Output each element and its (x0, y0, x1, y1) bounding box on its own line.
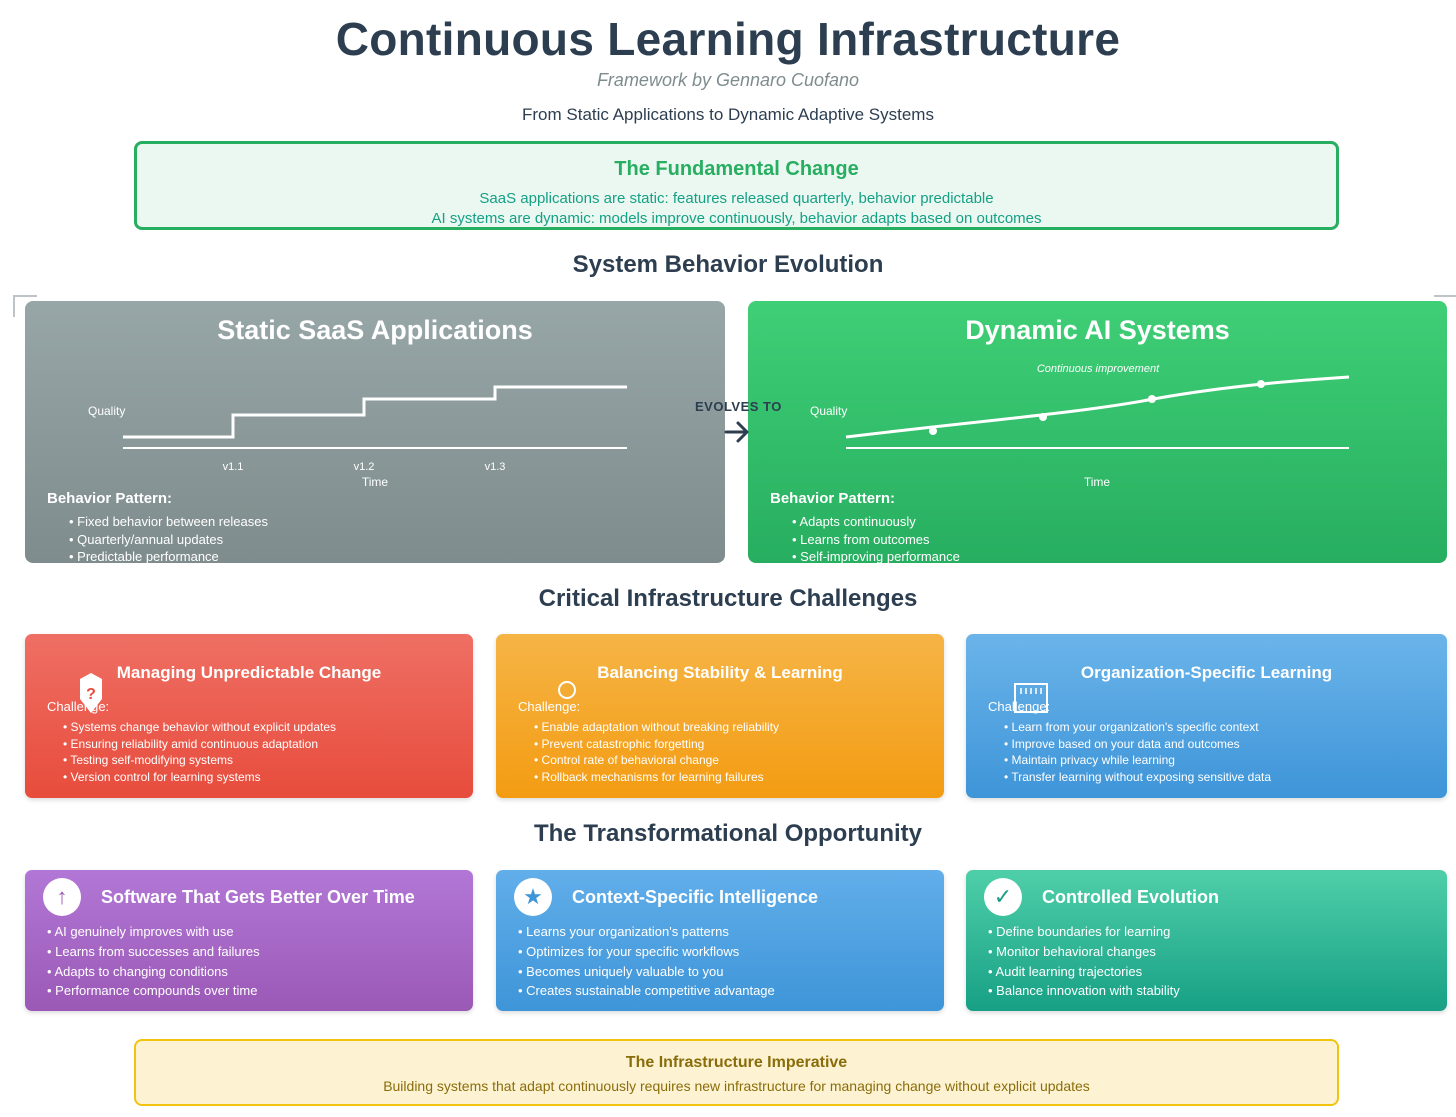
opportunity-title: Context-Specific Intelligence (572, 887, 819, 907)
check-icon: ✓ (984, 878, 1022, 916)
list-item: • Creates sustainable competitive advant… (518, 983, 775, 999)
list-item: • Learns from successes and failures (47, 943, 260, 959)
building-icon (1014, 683, 1048, 713)
dynamic-behavior-pattern-title: Behavior Pattern: (770, 490, 896, 507)
dynamic-point (1039, 413, 1047, 421)
fundamental-change-line-2: AI systems are dynamic: models improve c… (431, 210, 1042, 227)
challenge-title: Organization-Specific Learning (1080, 663, 1333, 682)
list-item: • Control rate of behavioral change (534, 753, 719, 768)
list-item: • Rollback mechanisms for learning failu… (534, 769, 764, 784)
star-icon: ★ (514, 878, 552, 916)
imperative-text: Building systems that adapt continuously… (383, 1078, 1090, 1094)
dynamic-ai-title: Dynamic AI Systems (965, 315, 1230, 345)
list-item: • Transfer learning without exposing sen… (1004, 769, 1272, 784)
up-arrow-icon: ↑ (43, 878, 81, 916)
challenge-list: • Systems change behavior without explic… (63, 719, 336, 785)
challenge-label: Challenge: (47, 699, 110, 714)
dynamic-point (929, 427, 937, 435)
opportunity-title: Software That Gets Better Over Time (101, 887, 415, 907)
dynamic-annotation: Continuous improvement (1037, 363, 1160, 375)
dynamic-point (1148, 395, 1156, 403)
fundamental-change-box: The Fundamental Change SaaS applications… (134, 141, 1339, 230)
question-shield-icon: ? (80, 673, 102, 713)
evolves-to-label: EVOLVES TO (695, 399, 782, 414)
page-subtitle: Framework by Gennaro Cuofano (596, 70, 860, 90)
opportunity-card-controlled-evolution: ✓ Controlled Evolution • Define boundari… (966, 870, 1447, 1011)
opportunity-list: • Learns your organization's patterns • … (518, 922, 775, 1001)
opportunity-list: • Define boundaries for learning • Monit… (988, 922, 1180, 1001)
list-item: • Learns from outcomes (792, 531, 930, 547)
static-step-chart: Quality v1.1 v1.2 v1.3 Time (88, 385, 627, 489)
list-item: • Improve based on your data and outcome… (1004, 736, 1240, 751)
corner-bracket-left (13, 295, 37, 317)
challenge-list: • Learn from your organization's specifi… (1004, 719, 1271, 785)
opportunity-list: • AI genuinely improves with use • Learn… (47, 922, 260, 1001)
list-item: • Prevent catastrophic forgetting (534, 736, 705, 751)
challenge-label: Challenge: (988, 699, 1051, 714)
challenge-card-organization-learning: Organization-Specific Learning Challenge… (966, 634, 1447, 798)
page-tagline: From Static Applications to Dynamic Adap… (522, 105, 934, 124)
right-arrow-icon (724, 421, 749, 443)
list-item: • Quarterly/annual updates (69, 531, 224, 547)
list-item: • Adapts continuously (792, 514, 916, 529)
svg-text:?: ? (86, 686, 96, 703)
list-item: • Audit learning trajectories (988, 963, 1143, 979)
section-title-evolution: System Behavior Evolution (572, 251, 884, 278)
imperative-title: The Infrastructure Imperative (625, 1054, 848, 1071)
static-version-label: v1.2 (354, 461, 375, 473)
static-step-line (123, 385, 627, 439)
static-saas-title: Static SaaS Applications (217, 315, 533, 345)
list-item: • Becomes uniquely valuable to you (518, 963, 724, 979)
list-item: • Performance compounds over time (47, 983, 258, 999)
fundamental-change-title: The Fundamental Change (614, 158, 859, 180)
list-item: • Learn from your organization's specifi… (1004, 720, 1259, 734)
dynamic-behavior-list: • Adapts continuously • Learns from outc… (792, 513, 960, 563)
list-item: • Predictable performance (69, 549, 219, 563)
balance-circle-icon (558, 681, 576, 699)
list-item: • Testing self-modifying systems (63, 753, 234, 768)
challenge-label: Challenge: (518, 699, 581, 714)
list-item: • Enable adaptation without breaking rel… (534, 720, 780, 734)
section-title-challenges: Critical Infrastructure Challenges (538, 585, 918, 612)
dynamic-ai-panel: Dynamic AI Systems Continuous improvemen… (748, 301, 1447, 563)
static-behavior-list: • Fixed behavior between releases • Quar… (69, 513, 268, 563)
static-y-label: Quality (88, 404, 125, 418)
static-version-label: v1.1 (223, 461, 244, 473)
list-item: • Maintain privacy while learning (1004, 753, 1175, 768)
list-item: • Fixed behavior between releases (69, 514, 268, 529)
list-item: • Ensuring reliability amid continuous a… (63, 736, 319, 751)
challenge-title: Managing Unpredictable Change (116, 663, 382, 682)
opportunity-title: Controlled Evolution (1042, 887, 1219, 907)
list-item: • Balance innovation with stability (988, 983, 1180, 999)
dynamic-growth-curve (845, 375, 1350, 439)
opportunity-card-context-intelligence: ★ Context-Specific Intelligence • Learns… (496, 870, 944, 1011)
static-saas-panel: Static SaaS Applications Quality v1.1 v1… (25, 301, 725, 563)
list-item: • Version control for learning systems (63, 769, 261, 784)
list-item: • Systems change behavior without explic… (63, 720, 337, 734)
list-item: • Self-improving performance (792, 549, 960, 563)
challenge-list: • Enable adaptation without breaking rel… (534, 719, 779, 785)
challenge-card-stability-learning: Balancing Stability & Learning Challenge… (496, 634, 944, 798)
challenge-title: Balancing Stability & Learning (597, 663, 843, 682)
opportunity-card-gets-better: ↑ Software That Gets Better Over Time • … (25, 870, 473, 1011)
fundamental-change-line-1: SaaS applications are static: features r… (479, 190, 994, 207)
section-title-opportunity: The Transformational Opportunity (533, 820, 923, 847)
list-item: • Adapts to changing conditions (47, 963, 228, 979)
dynamic-x-label: Time (1084, 475, 1111, 489)
static-x-label: Time (362, 475, 389, 489)
infrastructure-imperative-box: The Infrastructure Imperative Building s… (134, 1039, 1339, 1106)
list-item: • Learns your organization's patterns (518, 924, 729, 939)
list-item: • Define boundaries for learning (988, 924, 1171, 939)
dynamic-point (1257, 380, 1265, 388)
corner-bracket-right (1434, 295, 1456, 317)
static-version-label: v1.3 (485, 461, 506, 473)
page-title: Continuous Learning Infrastructure (335, 13, 1121, 65)
list-item: • Monitor behavioral changes (988, 943, 1156, 959)
static-behavior-pattern-title: Behavior Pattern: (47, 490, 173, 507)
list-item: • Optimizes for your specific workflows (518, 943, 740, 959)
dynamic-y-label: Quality (810, 404, 847, 418)
dynamic-growth-chart: Continuous improvement Quality Time (810, 363, 1350, 489)
list-item: • AI genuinely improves with use (47, 924, 234, 939)
challenge-card-unpredictable-change: ? Managing Unpredictable Change Challeng… (25, 634, 473, 798)
